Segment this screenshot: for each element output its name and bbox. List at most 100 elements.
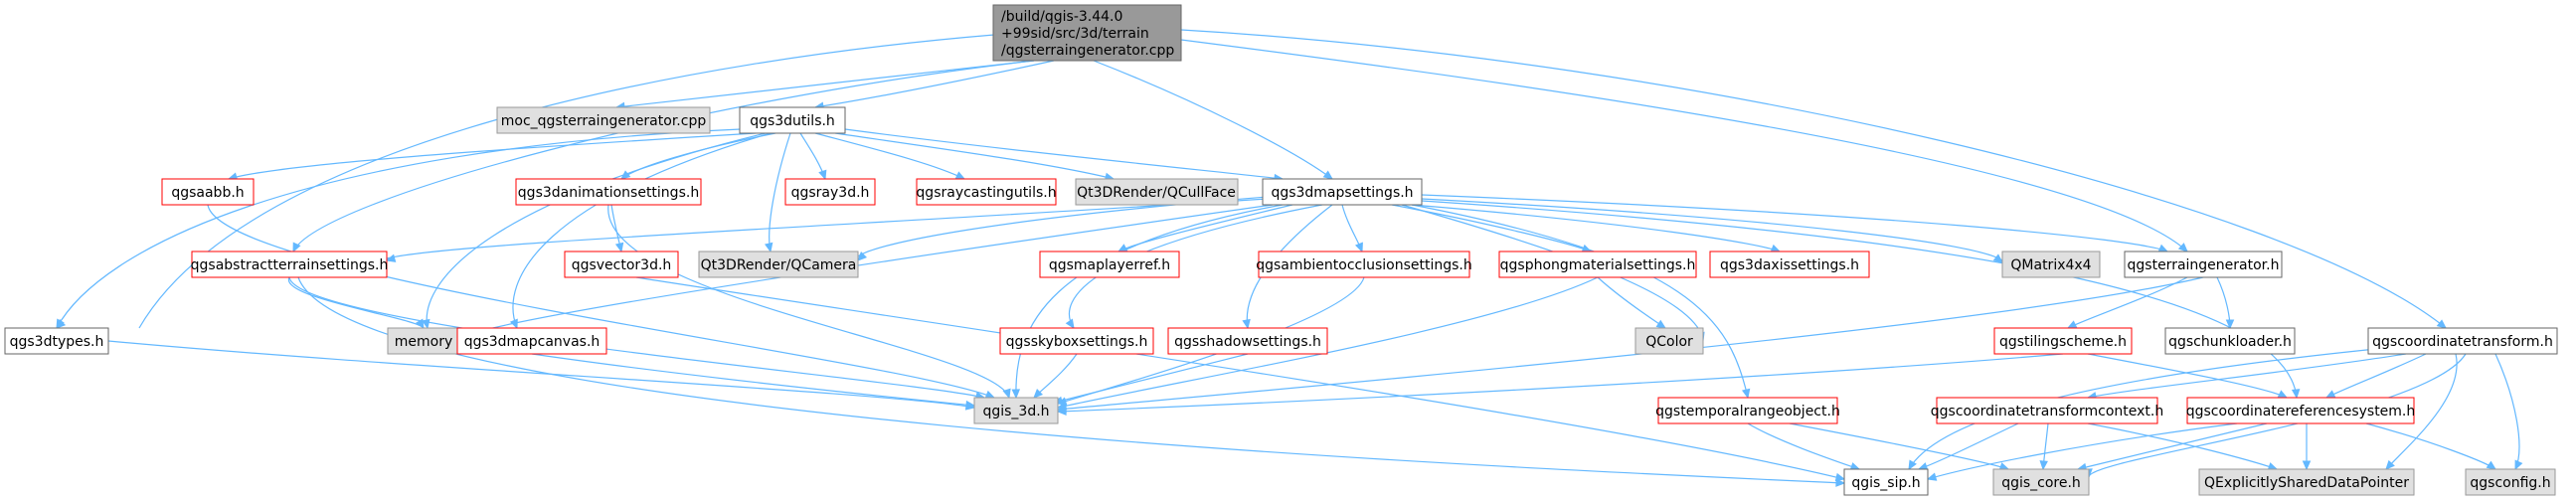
edge-arrowhead [1834,472,1846,482]
svg-text:qgstilingscheme.h: qgstilingscheme.h [1999,334,2127,350]
edge-arrowhead [2157,244,2169,252]
dependency-edge [1421,194,2168,252]
node-qgs3dtypes[interactable]: qgs3dtypes.h [4,327,109,355]
node-qgs3danimationsettings[interactable]: qgs3danimationsettings.h [515,178,702,206]
node-qgs3daxissettings[interactable]: qgs3daxissettings.h [1709,251,1870,278]
svg-text:qgs3danimationsettings.h: qgs3danimationsettings.h [518,185,699,201]
edge-arrowhead [1992,253,2003,263]
node-qgis-sip[interactable]: qgis_sip.h [1843,468,1929,496]
node-qgsaabb[interactable]: qgsaabb.h [161,178,255,206]
node-qgs3dutils[interactable]: qgs3dutils.h [739,106,846,134]
edge-arrowhead [2039,460,2048,471]
dependency-edge [814,60,1055,108]
node-qgsambientocclusionsettings[interactable]: qgsambientocclusionsettings.h [1256,251,1472,278]
node-qgis-core: qgis_core.h [1992,468,2090,496]
node-qgstemporalrangeobject[interactable]: qgstemporalrangeobject.h [1655,397,1840,424]
dependency-edge [1421,198,2003,261]
svg-text:QMatrix4x4: QMatrix4x4 [2010,257,2091,273]
edge-arrowhead [765,242,773,253]
node-qgstilingscheme[interactable]: qgstilingscheme.h [1993,327,2133,355]
dependency-edge [2077,422,2268,470]
node-qgsraycastingutils[interactable]: qgsraycastingutils.h [916,178,1057,206]
node-root-file: /build/qgis-3.44.0 +99sid/src/3d/terrain… [992,4,1182,62]
edge-arrowhead [2291,389,2301,400]
svg-text:qgsterraingenerator.h: qgsterraingenerator.h [2128,257,2280,273]
dependency-edge [228,132,757,180]
dependency-edge [1918,422,2019,470]
node-qgscoordinatetransformcontext[interactable]: qgscoordinatetransformcontext.h [1931,397,2163,424]
edge-arrowhead [2436,319,2447,329]
svg-text:memory: memory [395,334,453,350]
node-qgsconfig: qgsconfig.h [2465,468,2556,496]
svg-text:qgsskyboxsettings.h: qgsskyboxsettings.h [1006,334,1148,350]
dependency-edge [1053,353,1249,404]
edge-arrowhead [1741,388,1751,400]
node-qgsabstractterrainsettings[interactable]: qgsabstractterrainsettings.h [191,251,389,278]
dependency-edge [2088,353,2467,478]
edge-arrowhead [1655,319,1667,329]
node-qgs3dmapcanvas[interactable]: qgs3dmapcanvas.h [456,327,607,355]
svg-text:qgstemporalrangeobject.h: qgstemporalrangeobject.h [1655,404,1840,419]
dependency-edge [2067,276,2188,329]
edge-arrowhead [1908,459,1917,471]
svg-text:qgsmaplayerref.h: qgsmaplayerref.h [1049,257,1170,273]
edge-arrowhead [1065,318,1075,330]
edge-arrowhead [2385,459,2395,470]
node-qgschunkloader[interactable]: qgschunkloader.h [2164,327,2296,355]
dependency-edge [386,198,1269,259]
node-qgscoordinatereferencesystem[interactable]: qgscoordinatereferencesystem.h [2186,397,2416,424]
svg-text:qgsshadowsettings.h: qgsshadowsettings.h [1174,334,1321,350]
node-qt3drender-qcamera: Qt3DRender/QCamera [698,251,859,278]
edge-arrowhead [2066,320,2078,329]
dependency-edge [56,128,742,329]
node-qt3drender-qcullface: Qt3DRender/QCullFace [1075,178,1239,206]
edge-arrowhead [857,251,868,261]
node-qgsphongmaterialsettings[interactable]: qgsphongmaterialsettings.h [1498,251,1697,278]
node-qgis-3d: qgis_3d.h [973,397,1059,424]
dependency-edge [615,60,1035,108]
dependency-edge [814,132,965,180]
edge-arrowhead [1354,242,1363,253]
node-qgsmaplayerref[interactable]: qgsmaplayerref.h [1039,251,1180,278]
node-qcolor: QColor [1634,327,1704,355]
edge-arrowhead [2324,390,2336,399]
edge-arrowhead [1835,478,1846,487]
svg-text:qgsaabb.h: qgsaabb.h [171,185,244,201]
node-qgs3dmapsettings[interactable]: qgs3dmapsettings.h [1262,178,1423,206]
dependency-edge [1117,204,1293,252]
dependency-edge [288,276,425,329]
edge-arrowhead [1002,388,1011,400]
dependency-edge [1411,204,1749,399]
node-qgsshadowsettings[interactable]: qgsshadowsettings.h [1167,327,1328,355]
node-qgsray3d[interactable]: qgsray3d.h [784,178,876,206]
dependency-edge [834,132,1115,180]
edge-arrowhead [2277,390,2289,399]
edge-arrowhead [1242,318,1251,330]
svg-text:qgschunkloader.h: qgschunkloader.h [2168,334,2292,350]
node-qgsvector3d[interactable]: qgsvector3d.h [564,251,679,278]
dependency-edge [426,132,767,329]
node-qgsterraingenerator[interactable]: qgsterraingenerator.h [2124,251,2283,278]
dependency-edge [1789,422,2009,470]
node-qgscoordinatetransform[interactable]: qgscoordinatetransform.h [2367,327,2558,355]
node-moc-qgsterraingenerator: moc_qgsterraingenerator.cpp [496,106,711,134]
dependency-edge [1057,276,1599,409]
svg-text:qgsphongmaterialsettings.h: qgsphongmaterialsettings.h [1500,257,1696,273]
edge-arrowhead [1322,170,1333,180]
node-qgsskyboxsettings[interactable]: qgsskyboxsettings.h [999,327,1154,355]
root-line-2: +99sid/src/3d/terrain [1001,26,1149,42]
dependency-edge [512,132,772,329]
svg-text:qgsambientocclusionsettings.h: qgsambientocclusionsettings.h [1256,257,1472,273]
dependency-edge [857,196,1269,257]
dependency-edge [769,132,791,252]
dependency-edge [2325,353,2427,399]
edge-arrowhead [1926,472,1938,481]
edge-arrowhead [954,171,966,180]
dependency-edge [1421,200,2298,399]
svg-text:qgs3dtypes.h: qgs3dtypes.h [10,334,104,350]
node-qmatrix4x4: QMatrix4x4 [2001,251,2101,278]
dependency-edge [207,204,995,399]
svg-text:qgs3daxissettings.h: qgs3daxissettings.h [1720,257,1859,273]
dependency-edge [2385,353,2458,470]
svg-text:qgscoordinatereferencesystem.h: qgscoordinatereferencesystem.h [2186,404,2416,419]
